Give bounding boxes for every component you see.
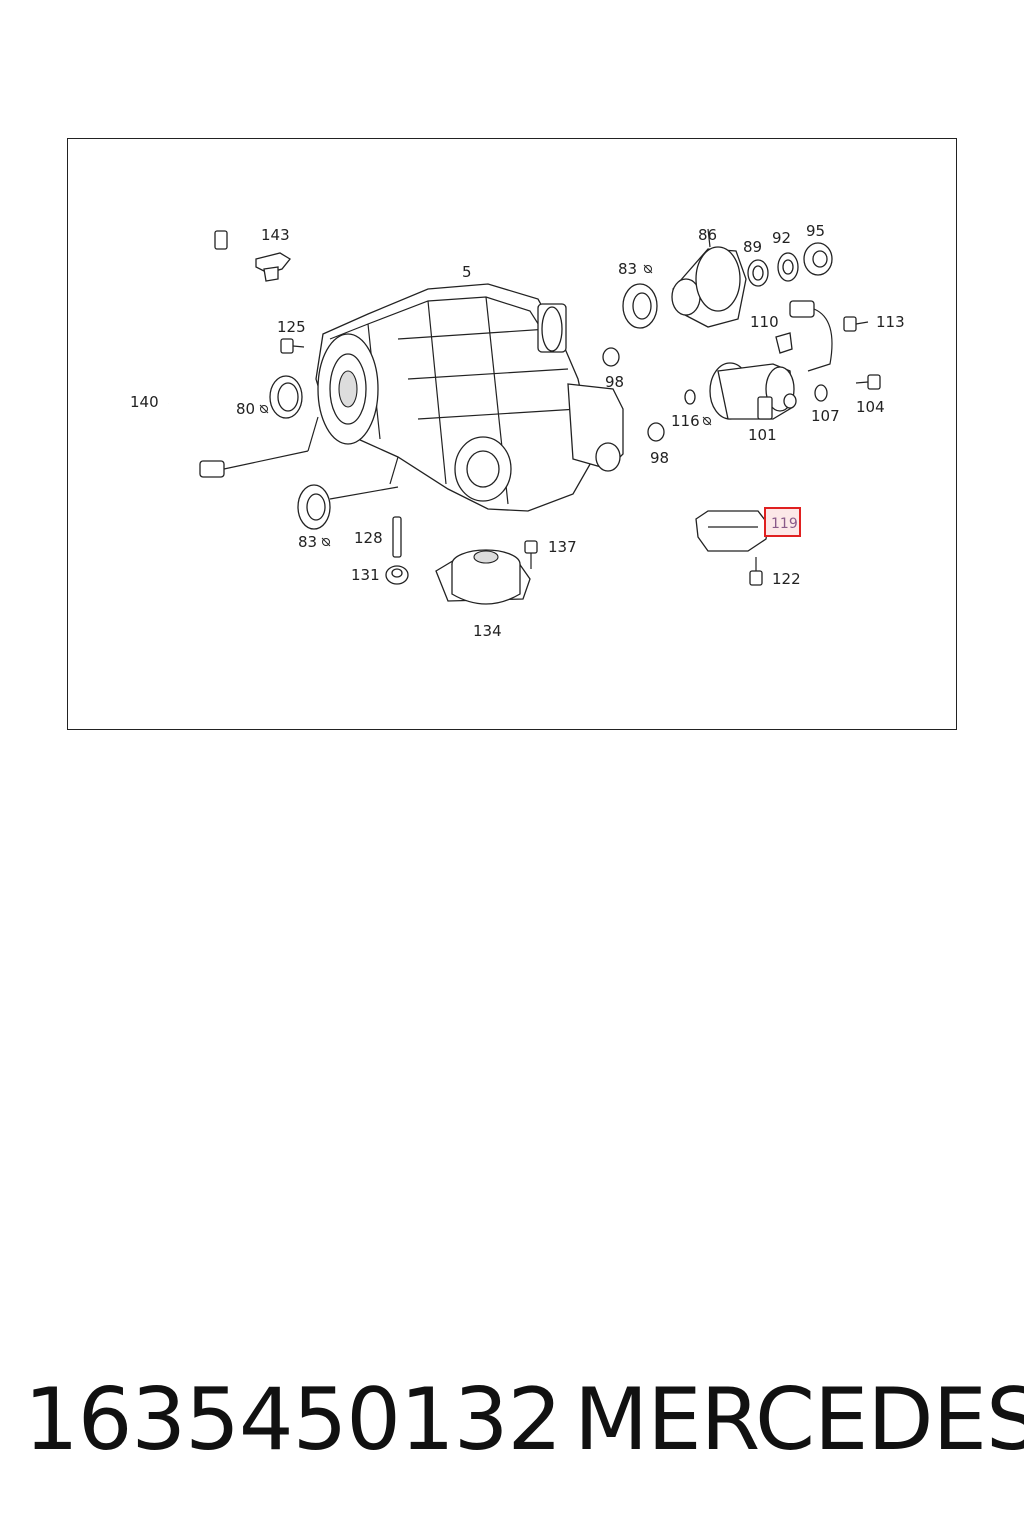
ring-part-89 [747,259,769,287]
mount-part-134 [435,549,531,605]
label-98-a: 98 [605,373,624,391]
sensor-part-110 [775,300,833,372]
label-104: 104 [856,398,885,416]
exploded-parts-diagram: 143 5 86 89 92 95 83 125 110 113 98 140 … [130,222,905,640]
label-110: 110 [750,313,779,331]
part-number: 1635450132 [24,1370,562,1470]
label-83-bottom: 83 [298,533,317,551]
label-134: 134 [473,622,502,640]
flange-part-86 [671,228,747,328]
clip-part-143 [255,252,291,282]
label-137: 137 [548,538,577,556]
washer-part-107 [814,384,828,402]
bolt-part-122 [749,557,763,586]
seal-part-83-top [622,283,658,329]
label-89: 89 [743,238,762,256]
bolt-part-137 [524,540,538,569]
label-86: 86 [698,226,717,244]
label-125: 125 [277,318,306,336]
label-107: 107 [811,407,840,425]
label-95: 95 [806,222,825,240]
label-5: 5 [462,263,472,281]
marker-icon-116 [702,416,712,426]
label-119: 119 [771,516,798,532]
label-98-b: 98 [650,449,669,467]
plug-part-98-a [602,347,620,367]
footer: 1635450132 MERCEDES [0,1370,1024,1480]
label-128: 128 [354,529,383,547]
label-113: 113 [876,313,905,331]
breather-hose-part [166,230,319,479]
label-140: 140 [130,393,159,411]
label-92: 92 [772,229,791,247]
marker-icon-83-bottom [321,537,331,547]
brand-name: MERCEDES [574,1370,1024,1470]
control-module-part-119 [695,510,774,552]
bolt-part-104 [855,374,881,390]
stud-part-128 [392,516,402,558]
label-143: 143 [261,226,290,244]
label-122: 122 [772,570,801,588]
marker-icon-80 [259,404,269,414]
bolt-part-125 [280,338,305,354]
washer-part-92 [777,252,799,282]
label-101: 101 [748,426,777,444]
label-131: 131 [351,566,380,584]
label-83-top: 83 [618,260,637,278]
plug-part-98-b [647,422,665,442]
highlight-119[interactable]: 119 [764,507,801,537]
marker-icon-83-top [643,264,653,274]
nut-part-131 [385,565,409,585]
seal-part-83-bottom [297,484,331,530]
seal-ring-part-80 [269,375,303,419]
label-116: 116 [671,412,700,430]
bolt-part-113 [843,316,869,332]
nut-part-95 [803,242,833,276]
label-80: 80 [236,400,255,418]
small-seal-part-116 [684,389,696,405]
transfer-case-housing-part-5 [315,283,624,512]
diagram-frame: 143 5 86 89 92 95 83 125 110 113 98 140 … [67,138,957,730]
actuator-motor-part-101 [709,362,797,420]
